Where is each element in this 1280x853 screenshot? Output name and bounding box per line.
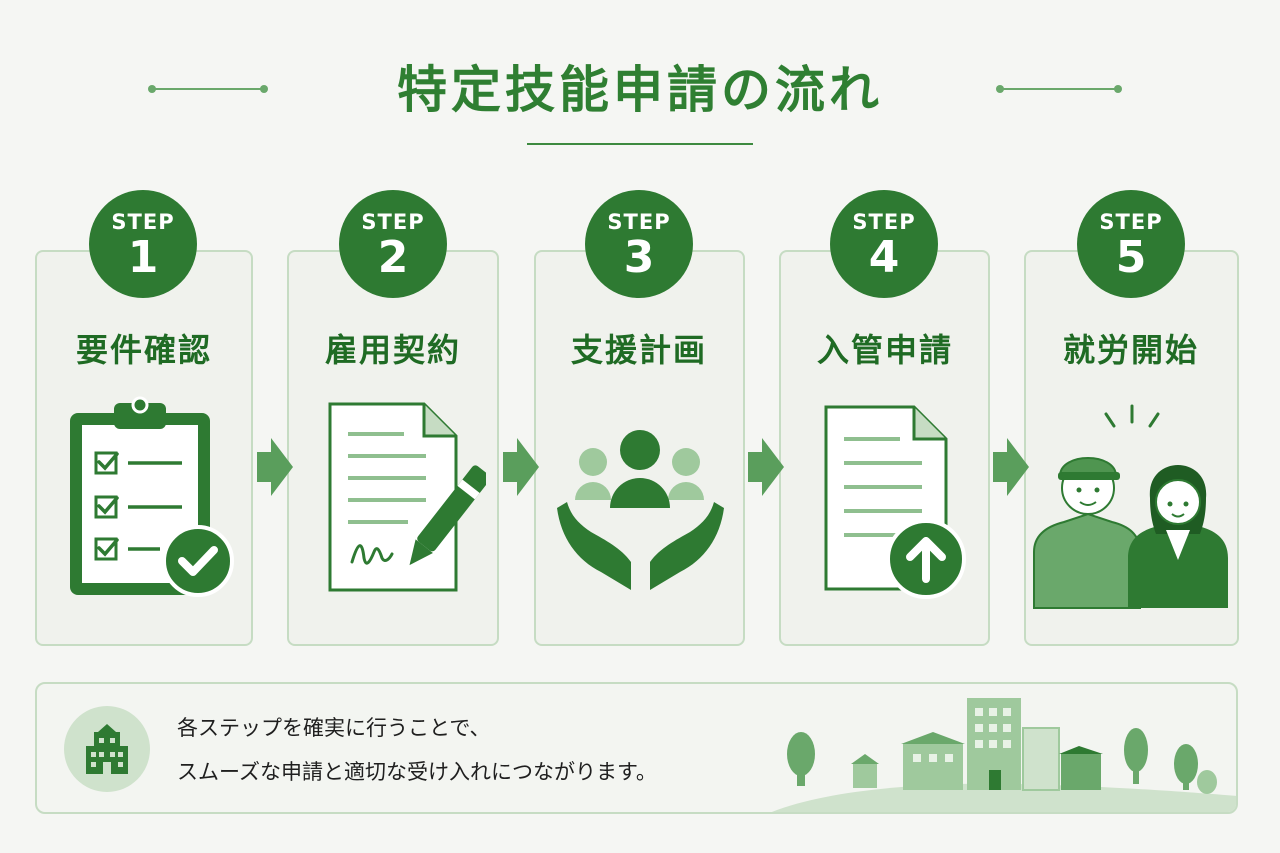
summary-box: 各ステップを確実に行うことで、 スムーズな申請と適切な受け入れにつながります。 — [35, 682, 1238, 814]
note-line-1: 各ステップを確実に行うことで、 — [177, 716, 491, 740]
clipboard-checklist-icon — [70, 396, 234, 597]
title-deco-left — [148, 85, 268, 93]
step-label: STEP — [607, 210, 671, 234]
step-title-5: 就労開始 — [1062, 331, 1199, 369]
cityscape-illustration — [772, 698, 1236, 812]
step-title-2: 雇用契約 — [324, 331, 461, 369]
document-upload-icon — [824, 405, 966, 599]
step-title-3: 支援計画 — [570, 331, 707, 369]
step-badge-5: STEP 5 — [1077, 190, 1185, 298]
step-number: 1 — [127, 232, 159, 283]
arrow-right-icon — [748, 438, 784, 496]
step-label: STEP — [361, 210, 425, 234]
page-title: 特定技能申請の流れ — [397, 61, 883, 119]
step-label: STEP — [852, 210, 916, 234]
step-title-1: 要件確認 — [75, 331, 212, 369]
step-number: 4 — [868, 232, 900, 283]
step-label: STEP — [1099, 210, 1163, 234]
step-number: 3 — [623, 232, 655, 283]
step-label: STEP — [111, 210, 175, 234]
title-underline — [527, 143, 753, 145]
building-icon-badge — [64, 706, 150, 792]
workers-icon — [1033, 404, 1228, 609]
arrow-right-icon — [503, 438, 539, 496]
step-title-4: 入管申請 — [816, 331, 953, 369]
step-number: 2 — [377, 232, 409, 283]
contract-pen-icon — [328, 402, 486, 592]
arrow-right-icon — [993, 438, 1029, 496]
arrow-right-icon — [257, 438, 293, 496]
step-number: 5 — [1115, 232, 1147, 283]
step-badge-1: STEP 1 — [89, 190, 197, 298]
title-row: 特定技能申請の流れ — [0, 50, 1280, 130]
support-hands-people-icon — [557, 430, 724, 590]
title-deco-right — [996, 85, 1122, 93]
step-badge-3: STEP 3 — [585, 190, 693, 298]
building-icon — [86, 724, 128, 774]
note-line-2: スムーズな申請と適切な受け入れにつながります。 — [177, 760, 657, 784]
step-badge-2: STEP 2 — [339, 190, 447, 298]
step-badge-4: STEP 4 — [830, 190, 938, 298]
